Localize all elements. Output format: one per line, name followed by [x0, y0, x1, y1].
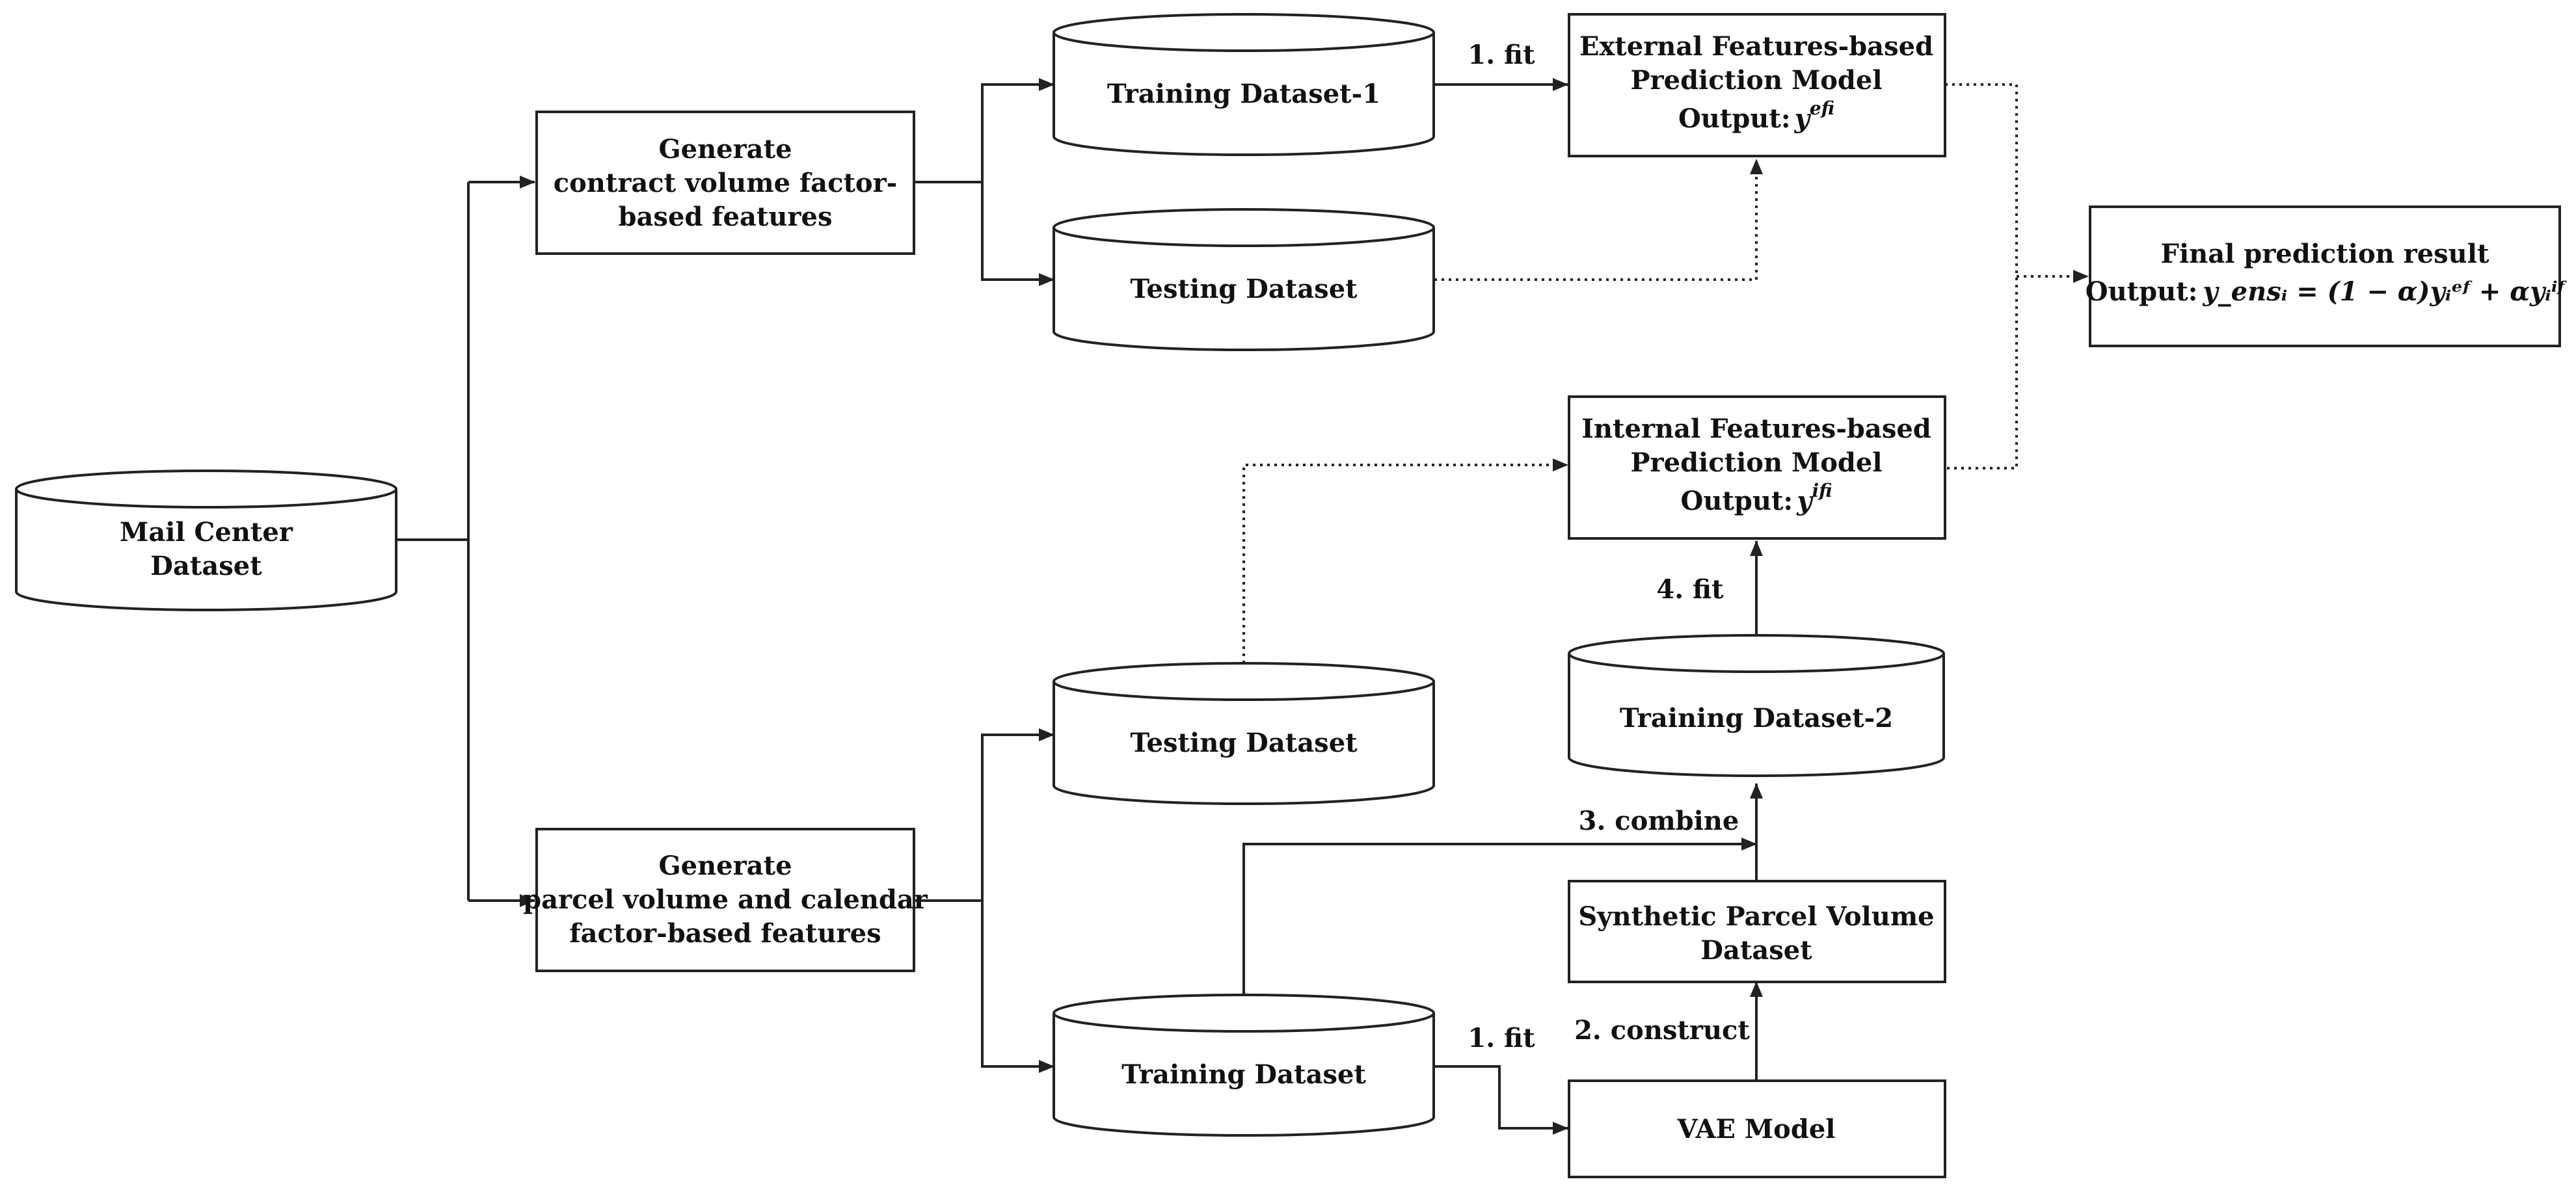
edge-train-to-vae [1434, 1065, 1568, 1135]
parcel-line1: Generate [658, 851, 792, 881]
synthetic-line1: Synthetic Parcel Volume [1578, 901, 1934, 932]
edge-parcel-split [914, 728, 1054, 902]
final-output-prefix: Output: [2086, 276, 2198, 307]
dotted-connectors [1242, 83, 2089, 663]
vae-model: VAE Model [1568, 1079, 1946, 1178]
vae-model-label: VAE Model [1677, 1114, 1836, 1144]
label-fit4: 4. fit [1656, 574, 1724, 605]
label-fit-top: 1. fit [1468, 40, 1535, 70]
parcel-line2: parcel volume and calendar [523, 884, 928, 915]
external-model-line1: External Features-based [1579, 31, 1933, 62]
testing-dataset-top: Testing Dataset [1053, 208, 1435, 351]
internal-model-output: Output:yifi [1681, 480, 1832, 516]
edge-train-combine [1242, 838, 1757, 995]
internal-model-line1: Internal Features-based [1581, 414, 1931, 444]
training-dataset-bottom: Training Dataset [1053, 994, 1435, 1137]
contract-line2: contract volume factor- [554, 168, 898, 198]
label-construct: 2. construct [1574, 1015, 1750, 1046]
edge-ext-to-merge [1945, 83, 2018, 469]
synthetic-line2: Dataset [1700, 935, 1812, 966]
training-dataset-bottom-label: Training Dataset [1121, 1059, 1366, 1090]
external-model: External Features-based Prediction Model… [1568, 13, 1946, 157]
testing-dataset-bottom-label: Testing Dataset [1130, 728, 1358, 758]
external-model-output-prefix: Output: [1678, 103, 1791, 134]
edge-labels: 1. fit 1. fit 2. construct 3. combine 4.… [1468, 40, 1750, 1053]
external-model-line2: Prediction Model [1630, 65, 1882, 96]
parcel-line3: factor-based features [569, 918, 881, 949]
internal-model-output-var: y [1796, 486, 1814, 516]
internal-model-line2: Prediction Model [1630, 447, 1882, 478]
internal-model: Internal Features-based Prediction Model… [1568, 395, 1946, 540]
internal-model-output-sup: if [1812, 480, 1832, 501]
training-dataset-1: Training Dataset-1 [1053, 13, 1435, 156]
final-line1: Final prediction result [2161, 239, 2489, 269]
edge-contract-split [914, 78, 1054, 183]
testing-dataset-bottom: Testing Dataset [1053, 662, 1435, 805]
training-dataset-2: Training Dataset-2 [1568, 634, 1945, 777]
contract-line3: based features [619, 202, 833, 232]
external-model-output-var: y [1794, 103, 1812, 134]
generate-parcel-features: Generate parcel volume and calendar fact… [523, 828, 928, 972]
testing-dataset-top-label: Testing Dataset [1130, 274, 1358, 304]
edge-testing-bottom-to-int [1242, 458, 1568, 663]
generate-contract-features: Generate contract volume factor- based f… [535, 111, 915, 255]
label-combine: 3. combine [1579, 806, 1739, 836]
edge-testing-top-to-ext [1434, 159, 1763, 281]
final-prediction: Final prediction result Output:y_ensᵢ = … [2086, 205, 2568, 347]
mail-center-line2: Dataset [150, 551, 262, 581]
synthetic-dataset: Synthetic Parcel Volume Dataset [1568, 880, 1946, 983]
external-model-output-sup: ef [1810, 98, 1834, 119]
final-output: Output:y_ensᵢ = (1 − α)yᵢᵉᶠ + αyᵢⁱᶠ [2086, 276, 2568, 307]
final-formula: y_ensᵢ = (1 − α)yᵢᵉᶠ + αyᵢⁱᶠ [2202, 276, 2567, 307]
training-dataset-2-label: Training Dataset-2 [1620, 703, 1893, 734]
mail-center-line1: Mail Center [120, 517, 293, 548]
mail-center-dataset: Mail Center Dataset [15, 469, 397, 611]
label-fit-bottom: 1. fit [1468, 1023, 1535, 1053]
internal-model-output-prefix: Output: [1681, 486, 1793, 516]
connectors [397, 78, 1763, 1135]
contract-line1: Generate [658, 134, 792, 165]
external-model-output: Output:yefi [1678, 98, 1834, 134]
edge-contract-to-testing [981, 182, 1054, 286]
edge-parcel-to-training [981, 901, 1054, 1073]
training-dataset-1-label: Training Dataset-1 [1107, 79, 1380, 109]
